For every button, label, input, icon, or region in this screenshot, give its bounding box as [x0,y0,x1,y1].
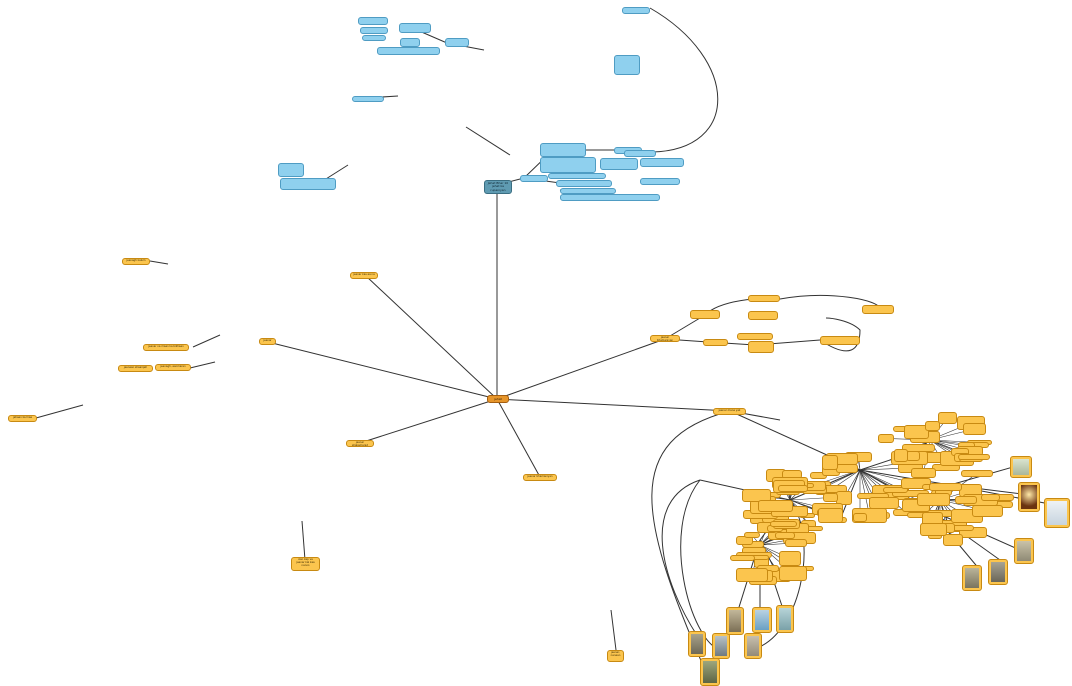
cluster-node[interactable] [736,568,768,582]
blue-node[interactable] [445,38,469,47]
root-node[interactable]: jehat [487,395,509,403]
blue-node[interactable] [399,23,431,33]
left-node-low-a[interactable]: jeenaan shaarqeh [118,365,153,372]
cluster-node[interactable] [823,493,838,502]
image-thumbnail[interactable] [752,607,772,633]
blue-node[interactable] [540,157,596,173]
blue-node[interactable] [278,163,304,177]
blue-node[interactable] [640,178,680,185]
cluster-node[interactable] [917,493,950,506]
bottom-mid-node[interactable]: jeenar, nanaan [607,650,624,662]
cluster-node[interactable] [911,468,936,478]
orange-node[interactable] [737,333,773,340]
blue-node[interactable] [548,173,606,179]
cluster-node[interactable] [981,494,1000,501]
image-thumbnail[interactable] [1018,482,1040,512]
cluster-node[interactable] [779,566,807,581]
cluster-node[interactable] [822,455,838,470]
far-left-node[interactable]: jehaan ka hiaa [8,415,37,422]
blue-node[interactable] [358,17,388,25]
cluster-node[interactable] [958,454,990,460]
image-thumbnail[interactable] [744,633,762,659]
blue-node[interactable] [360,27,388,34]
cluster-node[interactable] [758,500,793,512]
cluster-node[interactable] [883,487,908,493]
image-thumbnail[interactable] [712,633,730,659]
cluster-node[interactable] [961,470,993,477]
image-thumbnail[interactable] [726,607,744,635]
branch-node-lower-left[interactable]: jeenar shakamarad [346,440,374,447]
blue-node[interactable] [624,150,656,157]
blue-node[interactable] [614,55,640,75]
orange-node[interactable] [748,295,780,302]
cluster-node[interactable] [775,532,795,539]
orange-node[interactable] [820,336,860,345]
blue-node[interactable] [600,158,638,170]
cluster-node[interactable] [920,523,947,536]
cluster-node[interactable] [943,534,963,546]
image-thumbnail[interactable] [1044,498,1070,528]
branch-node-right[interactable]: jeenar bhamaniyan [650,335,680,342]
image-thumbnail[interactable] [1010,456,1032,478]
orange-node[interactable] [748,311,778,320]
cluster-node[interactable] [972,505,1003,517]
image-thumbnail[interactable] [688,631,706,657]
left-node-top[interactable]: jeenagh kalum [122,258,150,265]
cluster-node[interactable] [770,521,797,527]
cluster-node[interactable] [904,425,929,439]
branch-node-bottom[interactable]: jeenar bhamaniyan [523,474,557,481]
cluster-node[interactable] [779,551,801,566]
cluster-node[interactable] [778,485,808,492]
image-thumbnail[interactable] [988,559,1008,585]
blue-node[interactable] [520,175,548,182]
cluster-node[interactable] [818,508,843,523]
cluster-node[interactable] [906,451,920,461]
cluster-node[interactable] [963,423,986,435]
left-node-low-b[interactable]: jeenagh, aanmaran [155,364,191,371]
cluster-node[interactable] [869,497,899,509]
orange-node[interactable] [862,305,894,314]
blue-node[interactable] [622,7,650,14]
cluster-node[interactable] [836,464,858,473]
blue-node[interactable] [640,158,684,167]
orange-node[interactable] [748,341,774,353]
blue-node[interactable] [560,188,616,194]
cluster-node[interactable] [894,449,908,462]
topic-node[interactable]: Jehat Bhar 10 jehat ka rupaniyan [484,180,512,194]
branch-node-cluster[interactable]: jeenar mana yak [713,408,746,415]
cluster-node[interactable] [742,489,771,502]
cluster-node[interactable] [925,421,940,431]
image-thumbnail[interactable] [1014,538,1034,564]
blue-node[interactable] [560,194,660,201]
bottom-left-node[interactable]: Aan kap va jeenar kal kaa nanoo [291,557,320,571]
blue-node[interactable] [280,178,336,190]
cluster-node[interactable] [785,539,807,547]
blue-node[interactable] [377,47,440,55]
image-thumbnail[interactable] [700,658,720,686]
image-thumbnail[interactable] [962,565,982,591]
cluster-node[interactable] [744,532,760,538]
cluster-node[interactable] [938,412,957,424]
blue-node[interactable] [556,180,612,187]
orange-node[interactable] [703,339,728,346]
orange-node[interactable] [690,310,720,319]
cluster-node[interactable] [730,555,755,561]
blue-node[interactable] [352,96,384,102]
branch-node-left[interactable]: jeenar [259,338,276,345]
cluster-node[interactable] [955,496,977,504]
cluster-node[interactable] [878,434,894,443]
cluster-node[interactable] [929,483,962,491]
cluster-node[interactable] [853,513,867,522]
left-node-mid[interactable]: jeenar na maan ka bikhaan [143,344,189,351]
blue-node[interactable] [400,38,420,47]
image-thumbnail[interactable] [776,605,794,633]
blue-node[interactable] [540,143,586,157]
branch-node-upper-left[interactable]: jeenar kas aa na [350,272,378,279]
blue-node[interactable] [362,35,386,41]
